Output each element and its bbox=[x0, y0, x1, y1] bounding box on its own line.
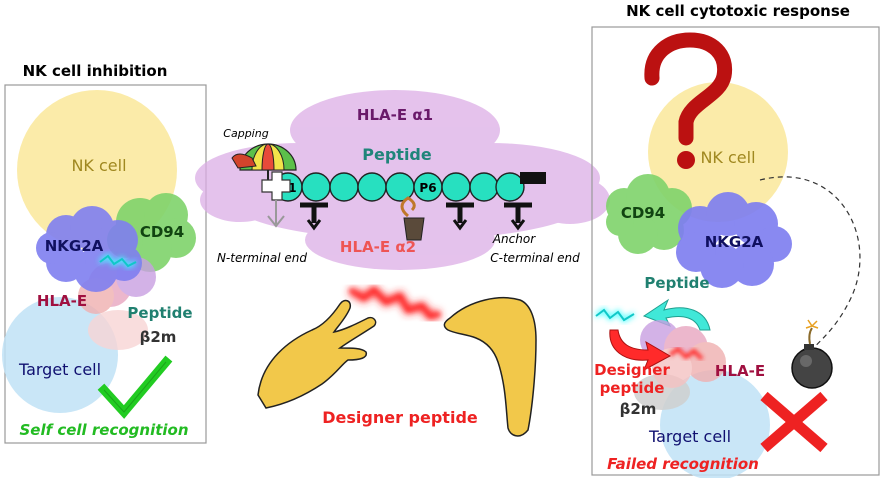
designer-peptide-strand bbox=[349, 287, 441, 318]
b2m-shape bbox=[88, 310, 148, 350]
designer-peptide-label: Designer peptide bbox=[322, 408, 478, 427]
hla-e-label: HLA-E bbox=[37, 292, 87, 310]
peptide-beads bbox=[273, 172, 525, 202]
b2m-label: β2m bbox=[620, 400, 657, 418]
left-panel-frame bbox=[4, 84, 207, 444]
n-terminal-cap bbox=[261, 171, 291, 228]
cd94-cloud bbox=[606, 174, 692, 254]
b2m-label: β2m bbox=[140, 328, 177, 346]
center-peptide-label: Peptide bbox=[362, 145, 432, 164]
dashed-arc bbox=[759, 176, 861, 351]
left-panel-caption: Self cell recognition bbox=[19, 421, 188, 439]
check-icon bbox=[97, 355, 173, 419]
nkg2a-label: NKG2A bbox=[45, 237, 104, 255]
left-panel-title: NK cell inhibition bbox=[23, 62, 168, 80]
check-icon-outline bbox=[103, 361, 167, 413]
left-panel: NK cell inhibition NK cell CD94 NKG2A HL… bbox=[2, 62, 207, 444]
anchor-pocket bbox=[446, 202, 474, 223]
peptide-bead bbox=[357, 172, 387, 202]
exit-arrow-icon bbox=[642, 298, 711, 331]
p6-label: P6 bbox=[419, 181, 436, 195]
anchor-pocket bbox=[504, 202, 532, 223]
c-terminal-block bbox=[520, 172, 546, 184]
target-cell-label: Target cell bbox=[18, 360, 101, 379]
left-hand-icon bbox=[257, 299, 377, 409]
peptide-bead bbox=[441, 172, 471, 202]
bomb-icon bbox=[791, 319, 833, 389]
ejected-peptide-strand bbox=[595, 308, 635, 322]
target-cell-label: Target cell bbox=[648, 427, 731, 446]
peptide-label: Peptide bbox=[644, 274, 709, 292]
entry-arrow-icon bbox=[609, 329, 672, 372]
nkg2a-cloud bbox=[676, 192, 792, 288]
cd94-label: CD94 bbox=[140, 223, 184, 241]
nkg2a-cloud bbox=[36, 206, 142, 292]
peptide-label: Peptide bbox=[127, 304, 192, 322]
anchor-pocket bbox=[300, 202, 328, 223]
peptide-bead bbox=[469, 172, 499, 202]
right-panel: NK cell cytotoxic response NK cell CD94 … bbox=[591, 2, 880, 478]
peptide-bead bbox=[301, 172, 331, 202]
designer-label-line2: peptide bbox=[600, 379, 665, 397]
nk-cell-label: NK cell bbox=[700, 148, 755, 167]
n-terminal-label: N-terminal end bbox=[217, 251, 307, 265]
designer-label-line1: Designer bbox=[594, 361, 670, 379]
hla-a2-label: HLA-E α2 bbox=[340, 238, 416, 256]
right-panel-title: NK cell cytotoxic response bbox=[626, 2, 850, 20]
center-panel: HLA-E α1 Peptide Capping P1 P6 bbox=[195, 90, 610, 437]
anchor-pockets bbox=[300, 202, 532, 231]
c-terminal-label: C-terminal end bbox=[490, 251, 580, 265]
peptide-bead bbox=[385, 172, 415, 202]
cd94-label: CD94 bbox=[621, 204, 665, 222]
hla-a1-label: HLA-E α1 bbox=[357, 106, 433, 124]
peptide-strand bbox=[99, 254, 137, 268]
cross-icon bbox=[760, 391, 828, 453]
hla-e-label: HLA-E bbox=[715, 362, 765, 380]
nk-cell-label: NK cell bbox=[71, 156, 126, 175]
right-panel-caption: Failed recognition bbox=[607, 455, 759, 473]
designer-peptide-strand bbox=[668, 346, 704, 361]
nkg2a-label: NKG2A bbox=[705, 233, 764, 251]
peptide-bead bbox=[495, 172, 525, 202]
capping-label: Capping bbox=[223, 127, 268, 140]
right-hand-icon bbox=[443, 297, 537, 437]
question-mark-icon bbox=[644, 32, 733, 169]
umbrella-icon bbox=[231, 143, 297, 184]
p6-pocket-icon bbox=[400, 196, 425, 241]
anchor-label: Anchor bbox=[492, 232, 536, 246]
peptide-bead bbox=[329, 172, 359, 202]
